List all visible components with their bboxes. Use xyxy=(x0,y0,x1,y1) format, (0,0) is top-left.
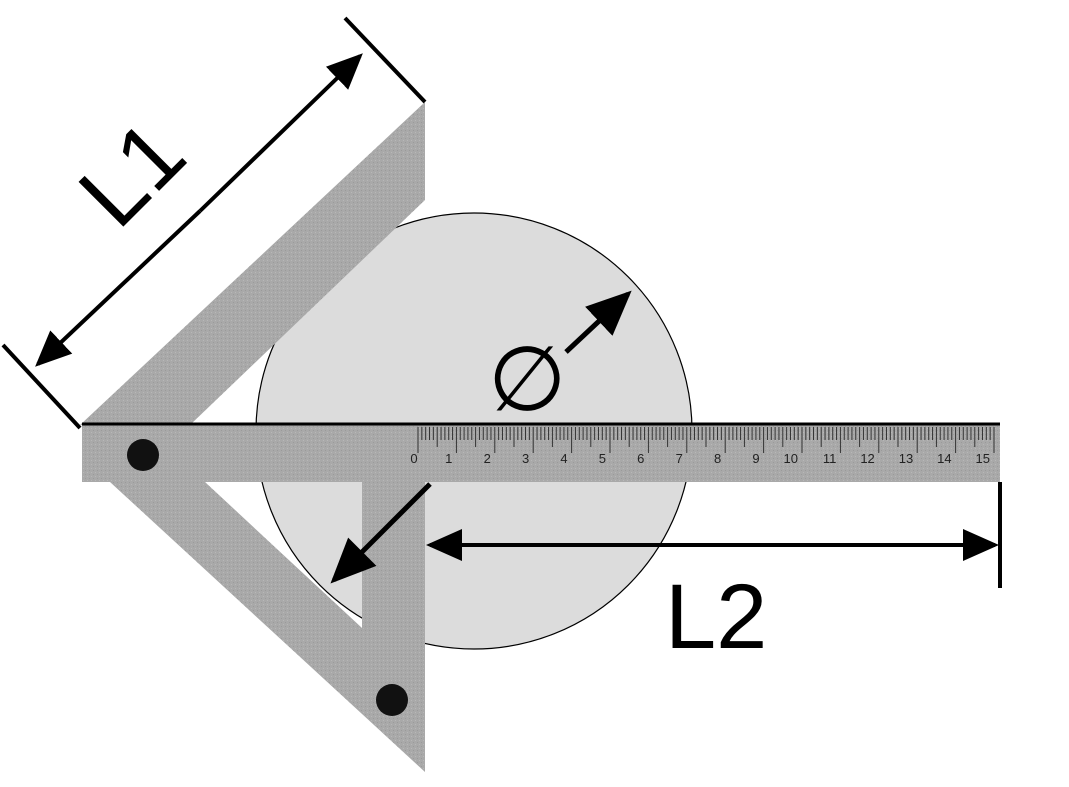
ruler-tick-label: 14 xyxy=(937,451,951,466)
diameter-symbol: ∅ xyxy=(488,330,566,430)
l1-extension-right xyxy=(343,16,427,104)
lower-arm xyxy=(110,482,425,772)
ruler-tick-label: 12 xyxy=(860,451,874,466)
ruler-tick-label: 10 xyxy=(784,451,798,466)
ruler-tick-label: 8 xyxy=(714,451,721,466)
ruler-tick-label: 0 xyxy=(410,451,417,466)
ruler-tick-label: 9 xyxy=(752,451,759,466)
ruler-tick-label: 7 xyxy=(676,451,683,466)
ruler-tick-label: 11 xyxy=(823,451,837,466)
l1-dimension-arrow xyxy=(35,209,202,367)
diameter-arrow-inner xyxy=(330,482,432,584)
ruler-tick-label: 15 xyxy=(976,451,990,466)
ruler-tick-label: 4 xyxy=(560,451,567,466)
ruler-tick-label: 2 xyxy=(484,451,491,466)
ruler-tick-label: 13 xyxy=(899,451,913,466)
ruler-tick-label: 1 xyxy=(445,451,452,466)
pivot-pin-bottom xyxy=(376,684,408,716)
upper-arm xyxy=(80,102,425,425)
pivot-pin-top xyxy=(127,439,159,471)
l1-extension-left xyxy=(1,343,82,430)
ruler-tick-label: 3 xyxy=(522,451,529,466)
l2-label: L2 xyxy=(665,566,767,668)
ruler-tick-label: 5 xyxy=(599,451,606,466)
ruler-tick-label: 6 xyxy=(637,451,644,466)
l1-dimension-arrow-end xyxy=(198,53,363,213)
diameter-arrow-outer xyxy=(564,290,632,354)
